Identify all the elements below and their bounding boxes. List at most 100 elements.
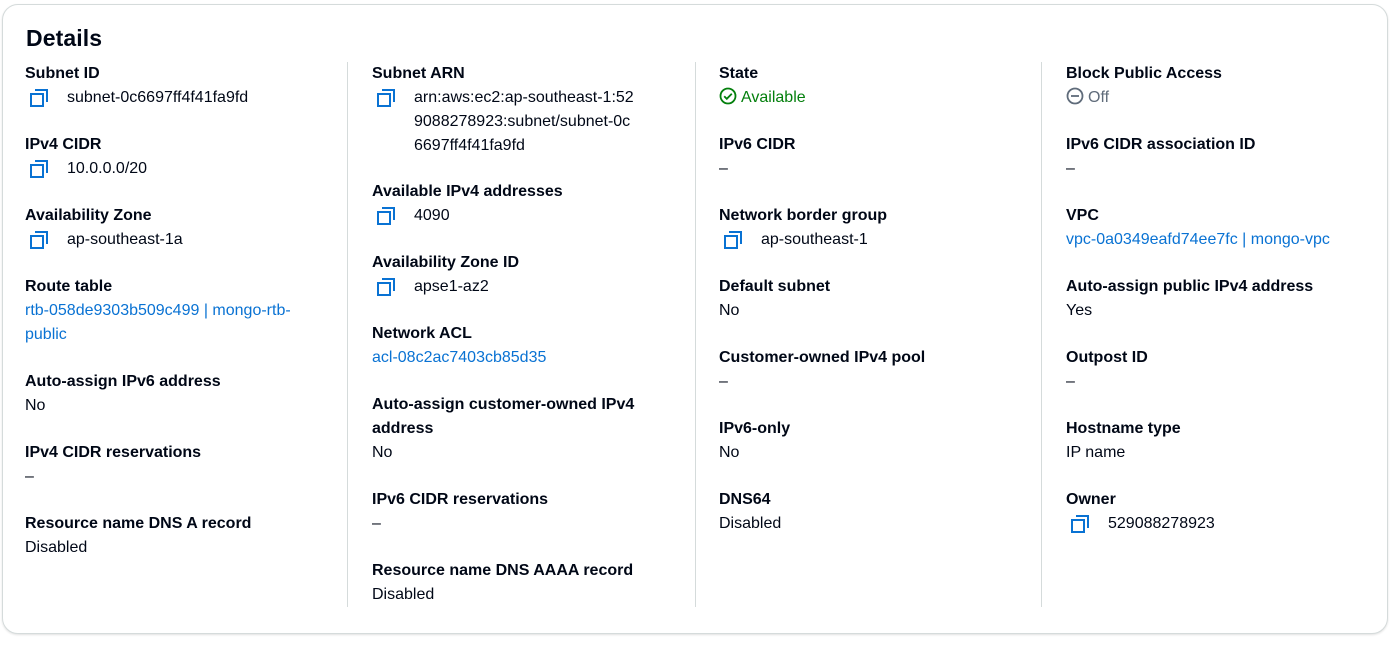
- field-label: Subnet ARN: [372, 65, 465, 82]
- copy-icon[interactable]: [376, 206, 396, 226]
- field-value: –: [372, 515, 381, 532]
- field-block-public-access: Block Public Access Off: [1066, 62, 1222, 110]
- field-label: IPv4 CIDR: [25, 136, 102, 153]
- field-network-acl: Network ACL acl-08c2ac7403cb85d35: [372, 322, 546, 370]
- copy-icon[interactable]: [1070, 514, 1090, 534]
- field-label: Outpost ID: [1066, 349, 1148, 366]
- field-ipv4-cidr: IPv4 CIDR 10.0.0.0/20: [25, 133, 147, 181]
- field-label: Available IPv4 addresses: [372, 183, 563, 200]
- field-label: Subnet ID: [25, 65, 100, 82]
- state-status: Available: [719, 86, 806, 110]
- block-public-access-status: Off: [1066, 86, 1222, 110]
- field-label: IPv6 CIDR: [719, 136, 796, 153]
- field-value: –: [719, 373, 728, 390]
- field-label: Resource name DNS A record: [25, 515, 252, 532]
- field-state: State Available: [719, 62, 806, 110]
- field-route-table: Route table rtb-058de9303b509c499 | mong…: [25, 275, 325, 347]
- field-value-row: 529088278923: [1066, 512, 1215, 536]
- field-outpost-id: Outpost ID –: [1066, 346, 1148, 394]
- field-default-subnet: Default subnet No: [719, 275, 830, 323]
- field-customer-owned-pool: Customer-owned IPv4 pool –: [719, 346, 925, 394]
- field-label: Default subnet: [719, 278, 831, 295]
- field-label: Auto-assign IPv6 address: [25, 373, 221, 390]
- panel-title: Details: [26, 25, 103, 51]
- field-ipv6-association-id: IPv6 CIDR association ID –: [1066, 133, 1255, 181]
- field-label: Network ACL: [372, 325, 472, 342]
- copy-icon[interactable]: [29, 159, 49, 179]
- field-label: IPv4 CIDR reservations: [25, 444, 202, 461]
- field-value: No: [719, 302, 740, 319]
- copy-icon[interactable]: [29, 230, 49, 250]
- field-value: Disabled: [719, 515, 782, 532]
- ipv4-cidr-value: 10.0.0.0/20: [67, 160, 148, 177]
- field-value: –: [1066, 160, 1075, 177]
- block-public-access-value: Off: [1088, 89, 1110, 106]
- field-subnet-arn: Subnet ARN arn:aws:ec2:ap-southeast-1:52…: [372, 62, 662, 158]
- field-value: –: [25, 468, 34, 485]
- available-ipv4-value: 4090: [414, 207, 450, 224]
- copy-icon[interactable]: [29, 88, 49, 108]
- field-auto-assign-customer-ipv4: Auto-assign customer-owned IPv4 address …: [372, 393, 657, 465]
- field-value-row: 10.0.0.0/20: [25, 157, 147, 181]
- field-available-ipv4: Available IPv4 addresses 4090: [372, 180, 563, 228]
- field-label: Auto-assign customer-owned IPv4 address: [372, 396, 635, 437]
- field-label: Route table: [25, 278, 113, 295]
- field-value: No: [25, 397, 46, 414]
- field-value-row: ap-southeast-1: [719, 228, 887, 252]
- field-label: Hostname type: [1066, 420, 1181, 437]
- route-table-link[interactable]: rtb-058de9303b509c499 | mongo-rtb-public: [25, 302, 291, 343]
- minus-circle-icon: [1066, 87, 1084, 105]
- availability-zone-id-value: apse1-az2: [414, 278, 489, 295]
- column-divider: [1041, 62, 1042, 607]
- field-value-row: arn:aws:ec2:ap-southeast-1:529088278923:…: [372, 86, 662, 158]
- field-value-row: apse1-az2: [372, 275, 519, 299]
- availability-zone-value: ap-southeast-1a: [67, 231, 183, 248]
- field-availability-zone-id: Availability Zone ID apse1-az2: [372, 251, 519, 299]
- field-ipv6-cidr-reservations: IPv6 CIDR reservations –: [372, 488, 548, 536]
- field-label: Resource name DNS AAAA record: [372, 562, 634, 579]
- field-subnet-id: Subnet ID subnet-0c6697ff4f41fa9fd: [25, 62, 248, 110]
- field-vpc: VPC vpc-0a0349eafd74ee7fc | mongo-vpc: [1066, 204, 1330, 252]
- field-label: Owner: [1066, 491, 1116, 508]
- field-label: Network border group: [719, 207, 888, 224]
- field-label: DNS64: [719, 491, 771, 508]
- field-value-row: ap-southeast-1a: [25, 228, 183, 252]
- column-divider: [347, 62, 348, 607]
- field-auto-assign-ipv6: Auto-assign IPv6 address No: [25, 370, 221, 418]
- field-label: Block Public Access: [1066, 65, 1222, 82]
- field-owner: Owner 529088278923: [1066, 488, 1215, 536]
- field-value: Disabled: [25, 539, 88, 556]
- vpc-link[interactable]: vpc-0a0349eafd74ee7fc | mongo-vpc: [1066, 231, 1330, 248]
- field-network-border-group: Network border group ap-southeast-1: [719, 204, 887, 252]
- copy-icon[interactable]: [723, 230, 743, 250]
- network-acl-link[interactable]: acl-08c2ac7403cb85d35: [372, 349, 547, 366]
- field-value: –: [1066, 373, 1075, 390]
- field-availability-zone: Availability Zone ap-southeast-1a: [25, 204, 183, 252]
- owner-value: 529088278923: [1108, 515, 1215, 532]
- field-label: Auto-assign public IPv4 address: [1066, 278, 1314, 295]
- field-value-row: subnet-0c6697ff4f41fa9fd: [25, 86, 248, 110]
- field-label: Customer-owned IPv4 pool: [719, 349, 926, 366]
- network-border-group-value: ap-southeast-1: [761, 231, 868, 248]
- field-label: IPv6 CIDR association ID: [1066, 136, 1256, 153]
- field-label: Availability Zone ID: [372, 254, 519, 271]
- field-ipv4-cidr-reservations: IPv4 CIDR reservations –: [25, 441, 201, 489]
- field-label: State: [719, 65, 759, 82]
- field-value-row: 4090: [372, 204, 563, 228]
- subnet-arn-value: arn:aws:ec2:ap-southeast-1:529088278923:…: [414, 89, 634, 154]
- field-label: IPv6-only: [719, 420, 791, 437]
- field-hostname-type: Hostname type IP name: [1066, 417, 1181, 465]
- field-value: No: [372, 444, 393, 461]
- field-dns-a-record: Resource name DNS A record Disabled: [25, 512, 251, 560]
- field-value: –: [719, 160, 728, 177]
- field-ipv6-only: IPv6-only No: [719, 417, 790, 465]
- field-ipv6-cidr: IPv6 CIDR –: [719, 133, 795, 181]
- state-value: Available: [741, 89, 806, 106]
- column-divider: [695, 62, 696, 607]
- field-label: VPC: [1066, 207, 1099, 224]
- copy-icon[interactable]: [376, 277, 396, 297]
- field-dns64: DNS64 Disabled: [719, 488, 781, 536]
- field-auto-assign-public-ipv4: Auto-assign public IPv4 address Yes: [1066, 275, 1313, 323]
- copy-icon[interactable]: [376, 88, 396, 108]
- field-dns-aaaa-record: Resource name DNS AAAA record Disabled: [372, 559, 633, 607]
